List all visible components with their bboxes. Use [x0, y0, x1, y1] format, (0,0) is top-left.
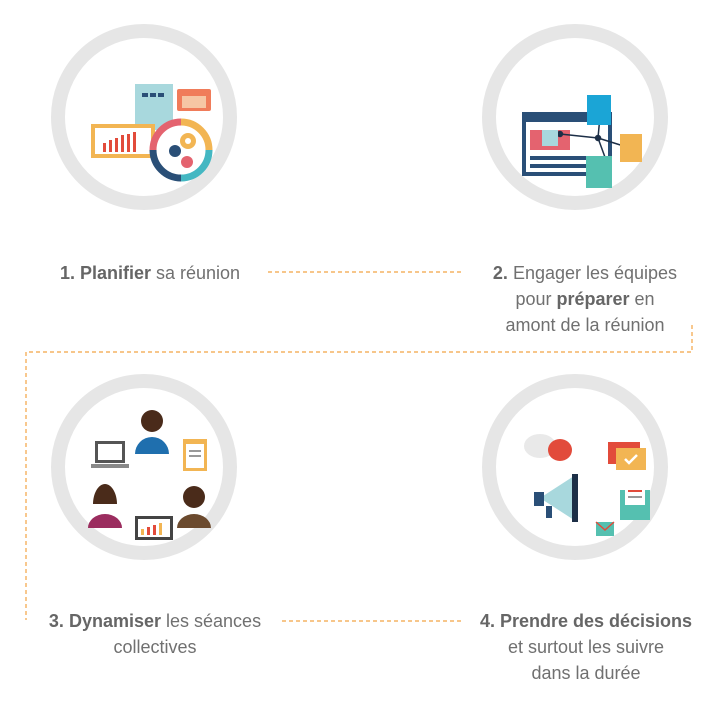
- step-3-circle: [51, 374, 237, 560]
- step-1-text: sa réunion: [151, 263, 241, 283]
- documents-network-icon: [522, 95, 642, 188]
- step-4-line-3: dans la durée: [531, 663, 641, 683]
- step-1-label: 1. Planifier sa réunion: [40, 260, 260, 286]
- step-2-line-2: pour préparer en: [515, 289, 655, 309]
- step-4-circle: [482, 374, 668, 560]
- step-4-line-1: 4. Prendre des décisions: [462, 608, 710, 634]
- step-4-keyword: 4. Prendre des décisions: [479, 611, 693, 631]
- megaphone-decisions-icon: [524, 434, 650, 536]
- step-2-keyword: préparer: [556, 289, 630, 309]
- step-3-keyword: Dynamiser: [68, 611, 162, 631]
- step-3-number: 3.: [48, 611, 64, 631]
- step-2-number: 2.: [492, 263, 508, 283]
- planning-gears-chart-icon: [91, 84, 213, 182]
- step-3-line-1: 3. Dynamiser les séances: [48, 611, 262, 631]
- step-2-circle: [482, 24, 668, 210]
- step-2-line-1: 2. Engager les équipes: [492, 263, 678, 283]
- team-collaboration-icon: [88, 410, 211, 540]
- step-2-label: 2. Engager les équipes pour préparer en …: [460, 260, 710, 338]
- step-3-label: 3. Dynamiser les séances collectives: [30, 608, 280, 660]
- step-4-label: 4. Prendre des décisions et surtout les …: [462, 608, 710, 686]
- step-2-line-3: amont de la réunion: [505, 315, 665, 335]
- step-3-line-2: collectives: [113, 637, 197, 657]
- step-1-circle: [51, 24, 237, 210]
- step-4-line-2: et surtout les suivre: [507, 637, 665, 657]
- step-1-number: 1.: [59, 263, 75, 283]
- step-1-keyword: Planifier: [79, 263, 151, 283]
